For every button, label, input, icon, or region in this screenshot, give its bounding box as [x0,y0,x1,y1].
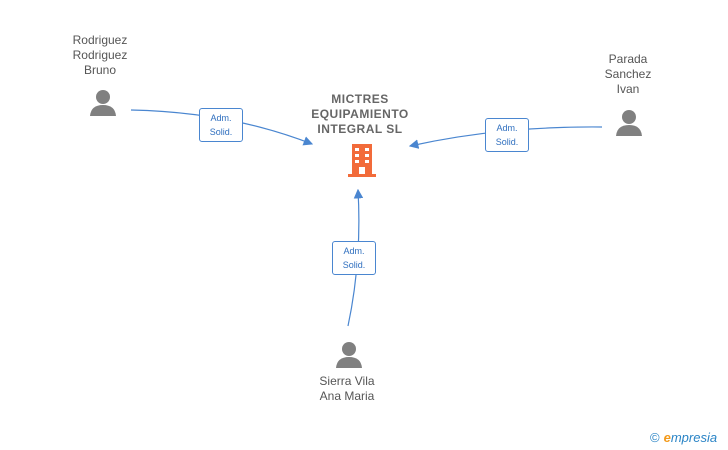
person-icon[interactable] [334,340,364,370]
building-icon[interactable] [345,142,379,178]
person-name-rodriguez[interactable]: Rodriguez Rodriguez Bruno [72,33,128,77]
role-label-parada: Adm. Solid. [485,118,529,152]
company-name[interactable]: MICTRES EQUIPAMIENTO INTEGRAL SL [311,92,409,136]
person-name-parada[interactable]: Parada Sanchez Ivan [604,52,652,96]
role-label-rodriguez: Adm. Solid. [199,108,243,142]
person-icon[interactable] [88,88,118,118]
role-label-sierra: Adm. Solid. [332,241,376,275]
copyright-icon: © [650,430,660,445]
person-name-sierra[interactable]: Sierra Vila Ana Maria [319,374,375,403]
person-icon[interactable] [614,108,644,138]
empresia-logo[interactable]: ©empresia [650,430,718,445]
